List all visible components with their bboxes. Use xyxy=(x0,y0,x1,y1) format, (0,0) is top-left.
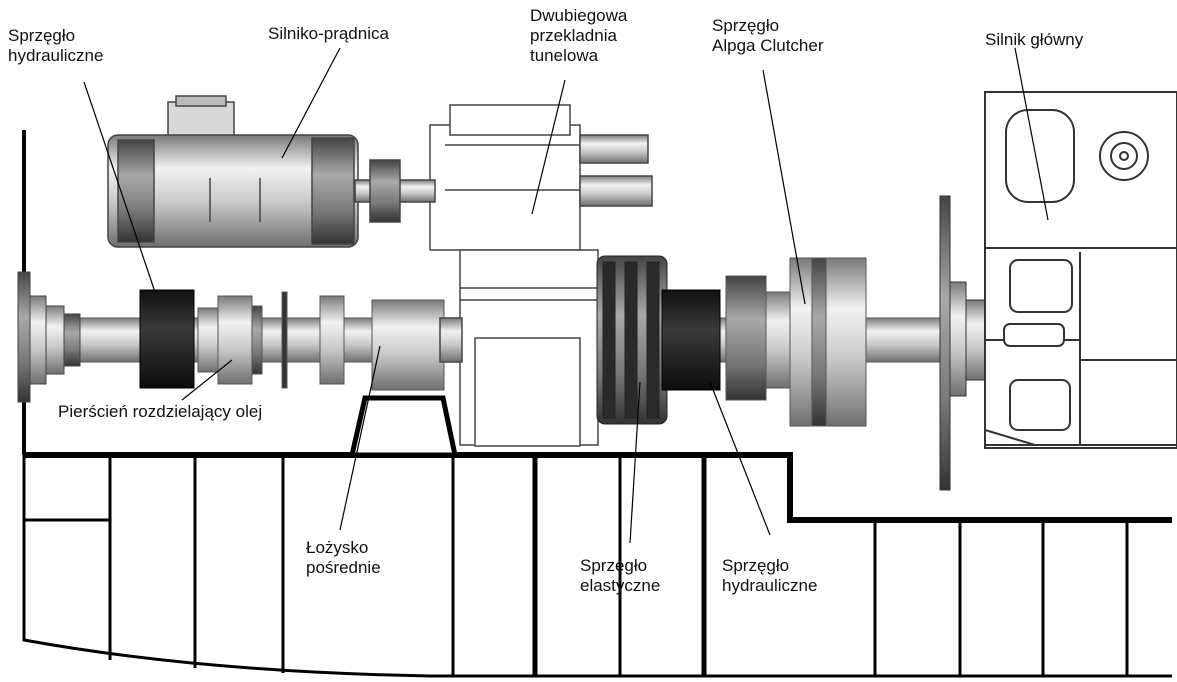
hydraulic-clutch-left xyxy=(139,289,195,389)
motor-generator xyxy=(107,95,436,248)
label-line: pośrednie xyxy=(306,558,381,577)
label-line: Sprzęgło xyxy=(722,556,790,575)
label-line: przekladnia xyxy=(530,26,617,45)
engine-flange xyxy=(939,195,987,491)
label-motor-generator: Silniko-prądnica xyxy=(268,24,389,43)
label-line: Łożysko xyxy=(306,538,369,557)
label-line: Sprzęgło xyxy=(580,556,648,575)
elastic-clutch xyxy=(596,255,668,425)
gearbox xyxy=(429,104,653,447)
bearing-support xyxy=(348,395,459,458)
label-oil-ring: Pierścień rozdzielający olej xyxy=(58,402,263,421)
label-alpha-clutch: Sprzęgło Alpga Clutcher xyxy=(712,16,824,56)
label-hydraulic-clutch-left: Sprzęgło hydrauliczne xyxy=(8,26,103,66)
label-line: Sprzęgło xyxy=(712,16,780,35)
hydraulic-clutch-right xyxy=(661,289,721,391)
label-line: hydrauliczne xyxy=(722,576,818,595)
intermediate-bearing xyxy=(371,299,445,391)
leader-lines xyxy=(83,47,1049,544)
label-line: Sprzęgło xyxy=(8,26,76,45)
oil-distribution-ring xyxy=(197,291,345,389)
main-engine xyxy=(984,91,1177,449)
label-elastic-clutch: Sprzęgło elastyczne xyxy=(580,556,660,596)
label-line: Alpga Clutcher xyxy=(712,36,824,55)
label-line: tunelowa xyxy=(530,46,599,65)
label-gearbox: Dwubiegowa przekladnia tunelowa xyxy=(530,6,627,66)
shaft-end-flange xyxy=(17,271,81,403)
label-hydraulic-clutch-right: Sprzęgło hydrauliczne xyxy=(722,556,817,596)
label-line: Dwubiegowa xyxy=(530,6,628,25)
label-main-engine: Silnik główny xyxy=(985,30,1084,49)
label-intermediate-bearing: Łożysko pośrednie xyxy=(306,538,381,578)
label-line: hydrauliczne xyxy=(8,46,104,65)
label-line: elastyczne xyxy=(580,576,661,595)
alpha-clutch xyxy=(725,257,867,427)
